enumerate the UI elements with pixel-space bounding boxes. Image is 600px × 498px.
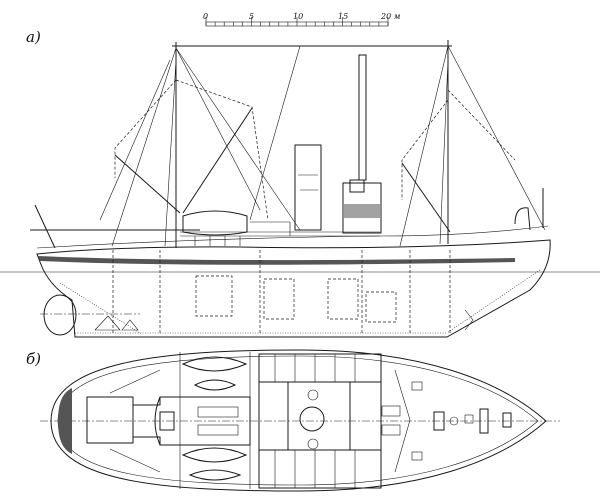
bow-anchor [464, 309, 474, 331]
deckhouse [258, 353, 382, 489]
view-label-b: б) [26, 350, 42, 368]
plan-hull [50, 349, 547, 492]
rudder [43, 294, 77, 336]
scale-tick-5: 5 [249, 12, 255, 21]
bridge [342, 182, 382, 234]
side-elevation [0, 40, 600, 338]
rub-strake [38, 256, 515, 265]
plan-lifeboats [181, 356, 248, 481]
funnel [294, 144, 322, 231]
scale-tick-10: 10 [293, 12, 304, 21]
engine-skylight [299, 406, 325, 432]
stern-davit [34, 204, 56, 249]
scale-tick-15: 15 [338, 12, 349, 21]
view-label-a: а) [26, 28, 41, 46]
hull-outline [36, 239, 551, 338]
scale-bar [205, 17, 389, 27]
exhaust-pipe [358, 54, 367, 181]
scale-tick-20: 20 м [381, 12, 401, 21]
scale-tick-0: 0 [203, 12, 209, 21]
deck-plan [40, 349, 560, 492]
engine-casing [86, 396, 134, 444]
lifeboat [182, 210, 248, 236]
bow-davit [514, 207, 531, 231]
stern-hatch [58, 388, 72, 454]
